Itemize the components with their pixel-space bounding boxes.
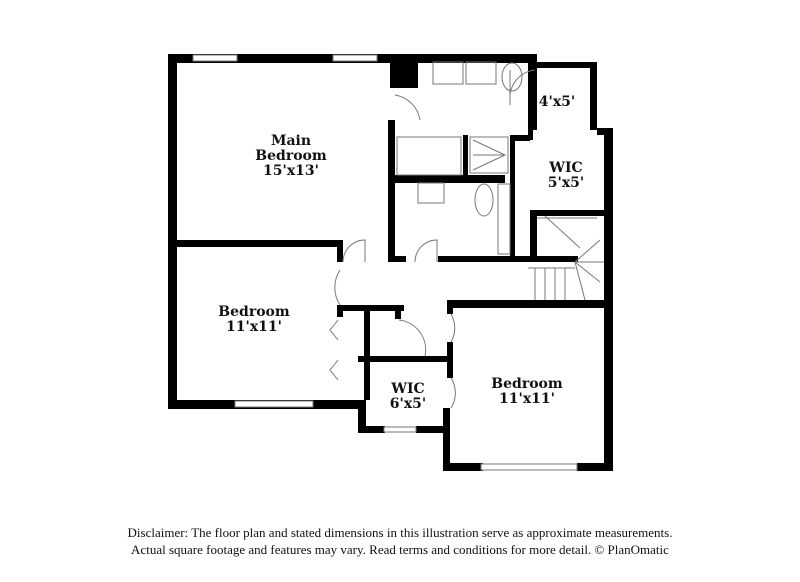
doors bbox=[329, 69, 536, 409]
disclaimer-line-2: Actual square footage and features may v… bbox=[131, 542, 669, 557]
disclaimer: Disclaimer: The floor plan and stated di… bbox=[0, 524, 800, 558]
sink-icon bbox=[417, 182, 445, 204]
shower-icon bbox=[469, 136, 509, 174]
bathtub-icon bbox=[497, 183, 511, 255]
disclaimer-line-1: Disclaimer: The floor plan and stated di… bbox=[127, 525, 673, 540]
bathtub-icon bbox=[396, 136, 462, 176]
fixtures bbox=[396, 61, 604, 301]
windows bbox=[192, 54, 578, 471]
sink-icon bbox=[432, 61, 464, 85]
toilet-icon bbox=[501, 62, 523, 92]
toilet-icon bbox=[474, 183, 494, 217]
sink-icon bbox=[465, 61, 497, 85]
room-label-closet: 4'x5' bbox=[539, 94, 575, 110]
